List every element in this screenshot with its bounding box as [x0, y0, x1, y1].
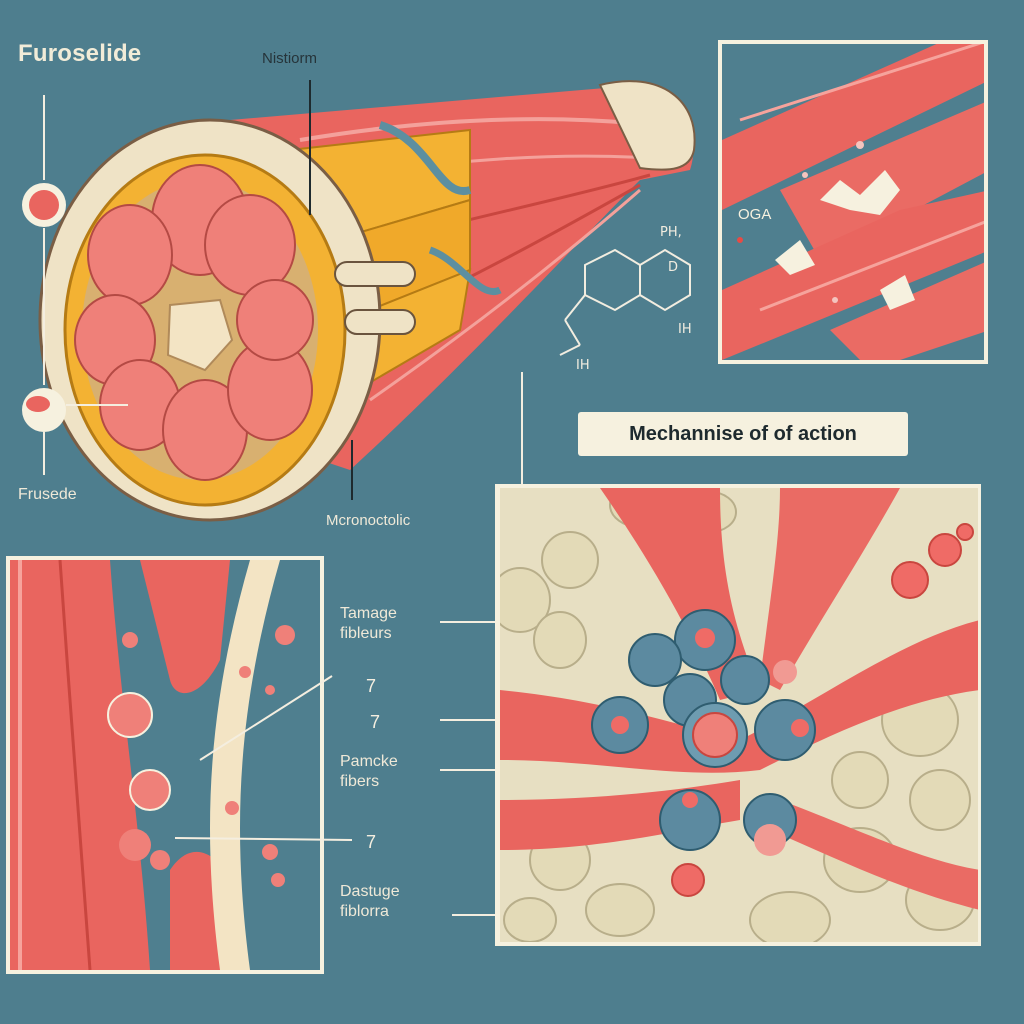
tamage-line-1: Tamage: [340, 605, 397, 622]
mark-1: 7: [366, 676, 377, 696]
chemical-structure: [559, 248, 691, 356]
dastuge-line-2: fiblorra: [340, 903, 389, 920]
pamcke-line-2: fibers: [340, 773, 380, 790]
mid-bottom-label: Mcronoctolic: [326, 512, 411, 529]
mark-3: 7: [366, 832, 377, 852]
left-indicator: [22, 95, 128, 475]
mark-2: 7: [370, 712, 381, 732]
chem-ih-label-2: IH: [576, 358, 590, 373]
tamage-line-2: fibleurs: [340, 625, 392, 642]
pamcke-fibers-label: Pamcke fibers: [340, 752, 398, 792]
fiber-gap-panel: [6, 556, 324, 974]
muscle-bundle: [38, 80, 696, 522]
torn-fibers-panel: [718, 40, 988, 364]
mechanism-panel: [495, 484, 981, 946]
pamcke-line-1: Pamcke: [340, 753, 398, 770]
chem-ph-label: PH,: [660, 225, 682, 240]
oga-label: OGA: [738, 206, 772, 223]
bottom-left-label: Frusede: [18, 486, 77, 503]
chem-d-label: D: [668, 260, 679, 275]
chem-ih-label-1: IH: [678, 322, 692, 337]
dastuge-fibers-label: Dastuge fiblorra: [340, 882, 400, 922]
dastuge-line-1: Dastuge: [340, 883, 400, 900]
top-callout-label: Nistiorm: [262, 50, 317, 67]
mechanism-heading: Mechannise of of action: [578, 412, 908, 456]
diagram-title: Furoselide: [18, 40, 142, 67]
tamage-fibers-label: Tamage fibleurs: [340, 604, 397, 644]
